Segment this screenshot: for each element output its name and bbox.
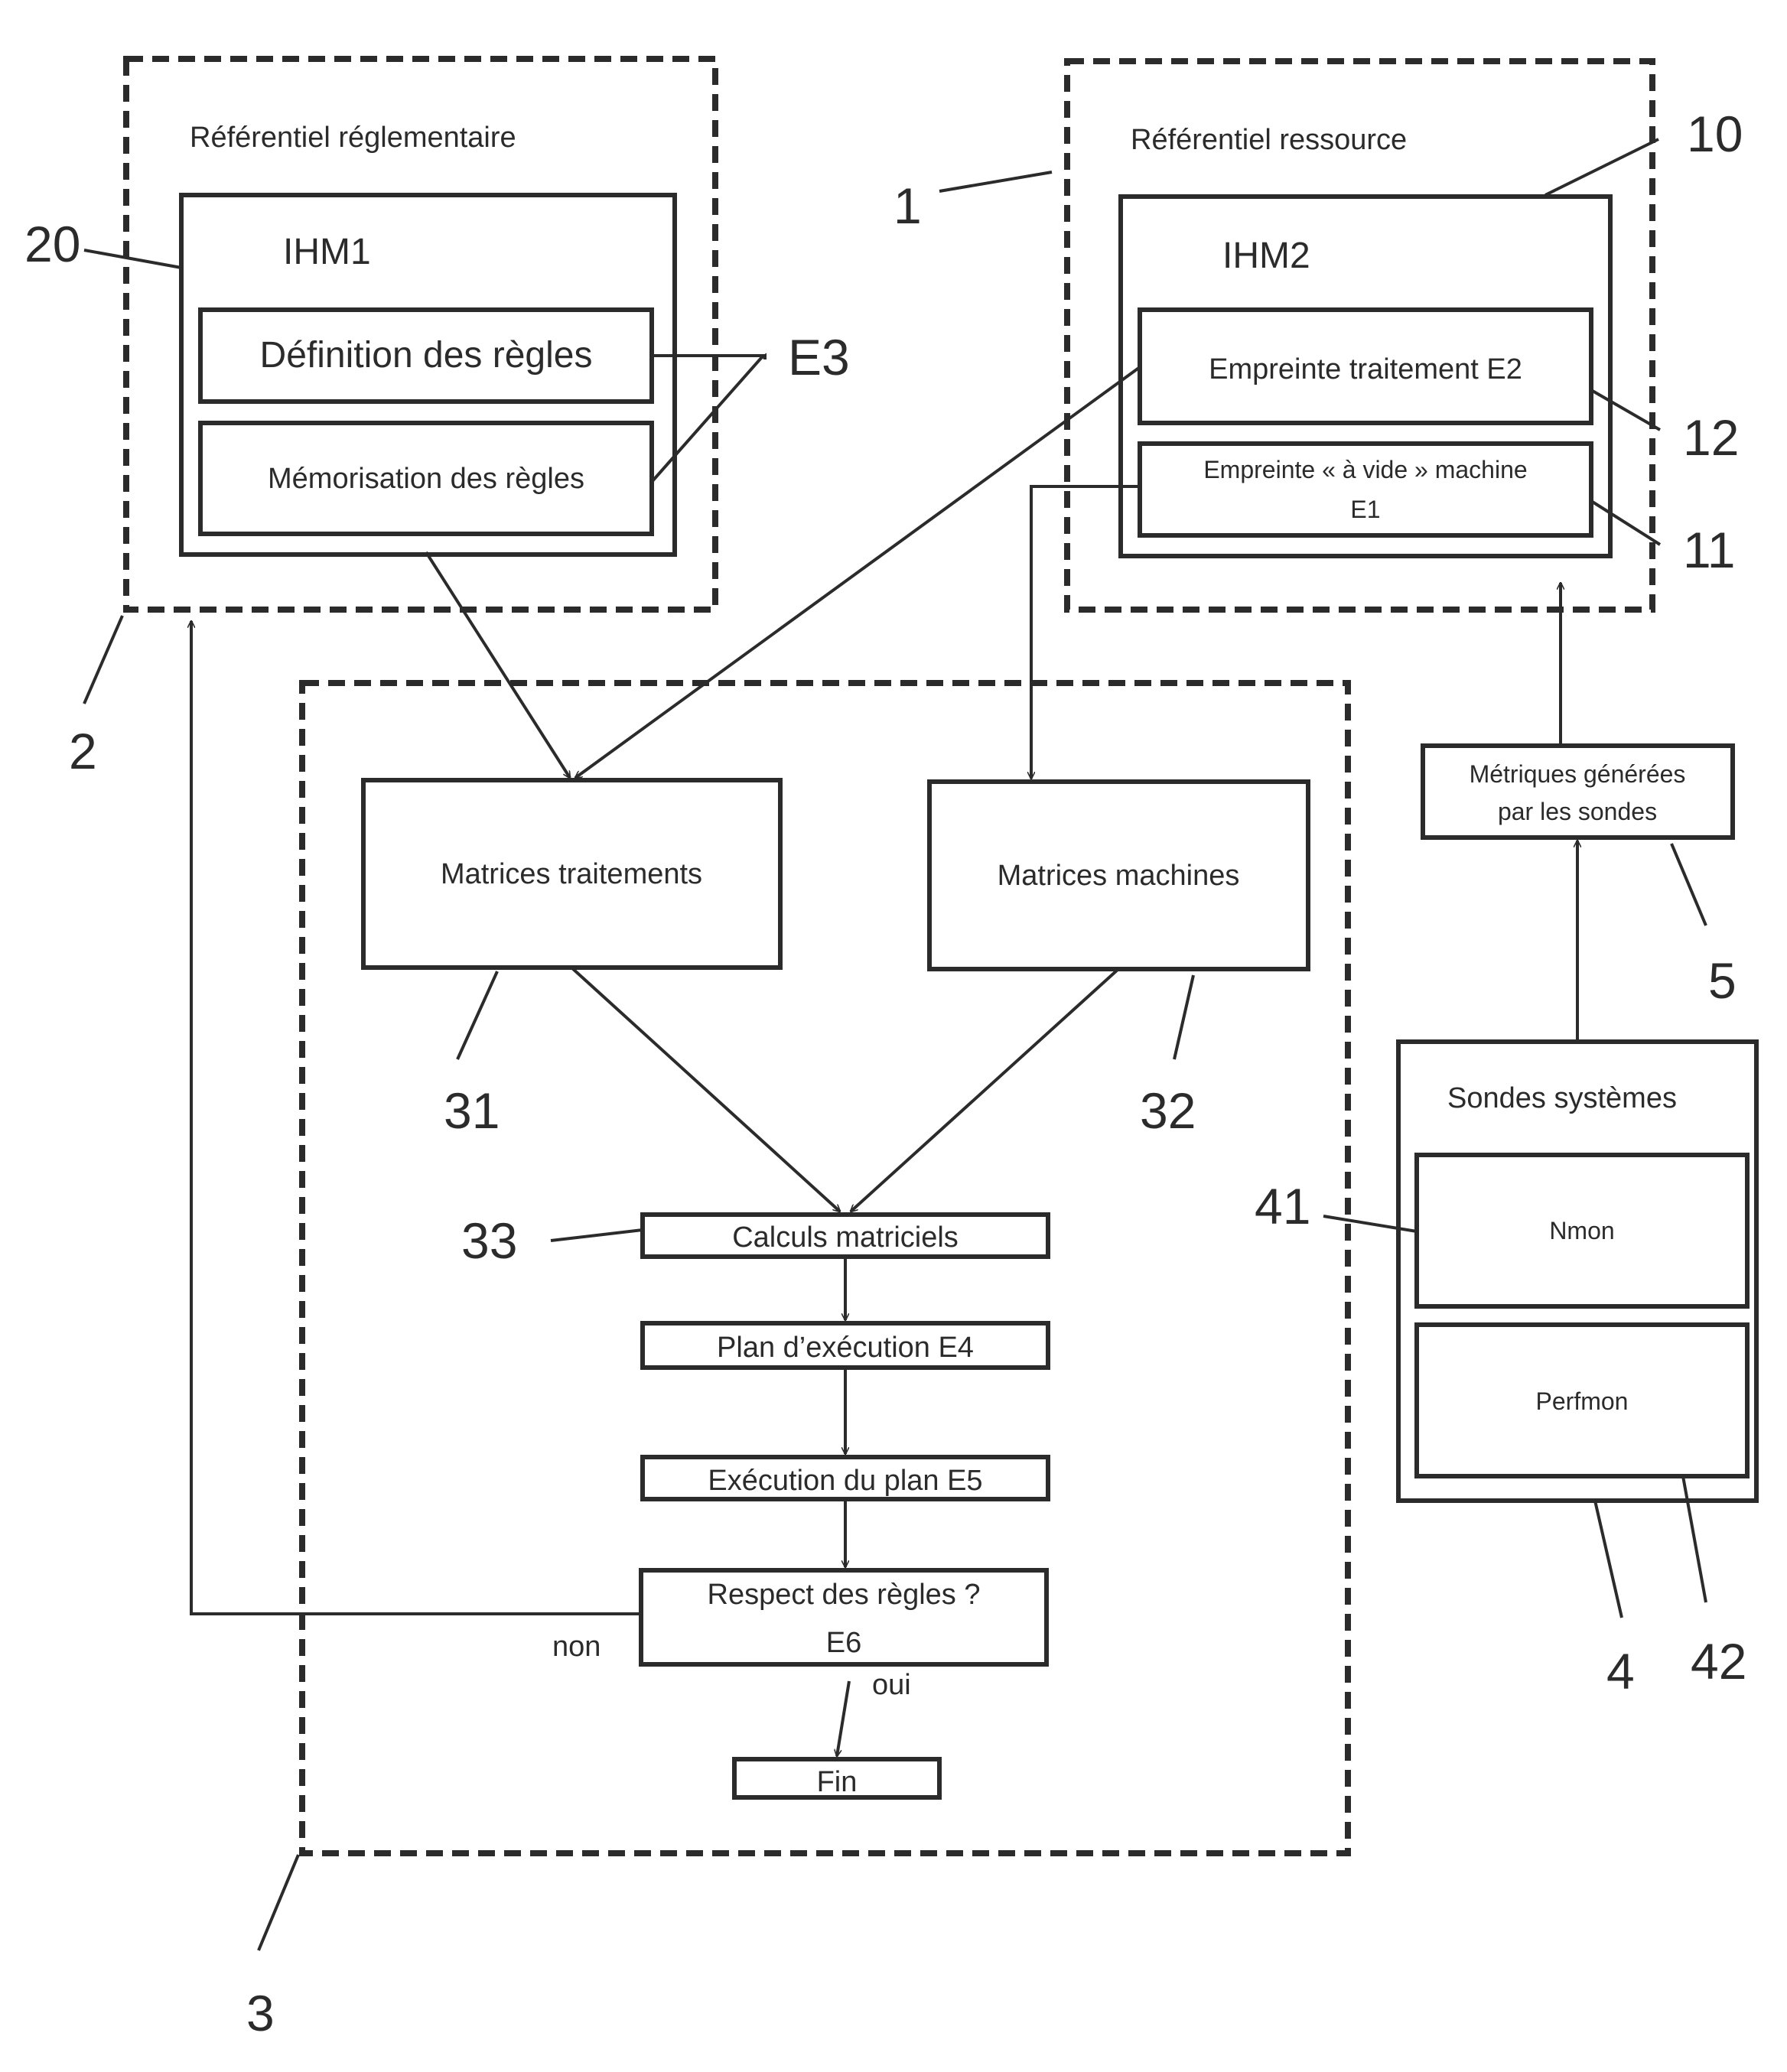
- arrow-traitements-to-calculs: [571, 968, 840, 1212]
- respect-regles-label-line2: E6: [826, 1627, 861, 1659]
- non-label: non: [552, 1631, 601, 1663]
- definition-regles-label: Définition des règles: [260, 335, 593, 376]
- fin-label: Fin: [817, 1766, 858, 1798]
- leader-33: [551, 1230, 643, 1241]
- ref-1: 1: [894, 177, 922, 234]
- execution-plan-label: Exécution du plan E5: [708, 1465, 982, 1497]
- empreinte-vide-label-line2: E1: [1350, 496, 1380, 523]
- ref-12: 12: [1683, 409, 1739, 466]
- leader-20: [84, 250, 181, 268]
- arrow-oui-to-fin: [837, 1681, 849, 1756]
- calculs-matriciels-label: Calculs matriciels: [732, 1221, 959, 1254]
- leader-3: [259, 1855, 298, 1950]
- arrow-machines-to-calculs: [851, 969, 1118, 1212]
- ref-5: 5: [1708, 952, 1737, 1009]
- empreinte-vide-label-line1: Empreinte « à vide » machine: [1203, 456, 1527, 483]
- leader-4: [1595, 1501, 1622, 1618]
- metriques-label-line2: par les sondes: [1498, 798, 1657, 825]
- empreinte-traitement-label: Empreinte traitement E2: [1209, 353, 1522, 385]
- leader-2: [84, 616, 122, 704]
- respect-regles-label-line1: Respect des règles ?: [708, 1579, 981, 1611]
- ref-11: 11: [1683, 522, 1736, 578]
- leader-1: [939, 172, 1052, 191]
- nmon-label: Nmon: [1549, 1217, 1614, 1244]
- ihm2-label: IHM2: [1222, 236, 1310, 276]
- ref-10: 10: [1687, 106, 1743, 162]
- ihm1-label: IHM1: [283, 232, 371, 272]
- leader-31: [457, 971, 497, 1059]
- ref-2: 2: [69, 723, 97, 779]
- oui-label: oui: [872, 1669, 911, 1701]
- metriques-label-line1: Métriques générées: [1470, 760, 1686, 788]
- referentiel-ressource-title: Référentiel ressource: [1131, 124, 1407, 156]
- leader-42: [1683, 1476, 1706, 1602]
- ref-4: 4: [1606, 1643, 1635, 1700]
- sondes-systemes-label: Sondes systèmes: [1447, 1082, 1677, 1114]
- arrow-memorisation-to-traitements: [426, 552, 570, 778]
- step-e3-label: E3: [788, 329, 850, 385]
- leader-10: [1545, 139, 1658, 195]
- ref-3: 3: [246, 1985, 275, 2041]
- referentiel-reglementaire-title: Référentiel réglementaire: [190, 122, 516, 154]
- arrow-non-feedback: [191, 621, 641, 1614]
- plan-execution-label: Plan d’exécution E4: [717, 1332, 974, 1364]
- ref-41: 41: [1255, 1178, 1310, 1234]
- ref-20: 20: [24, 216, 80, 272]
- ref-31: 31: [444, 1082, 500, 1139]
- leader-32: [1174, 975, 1193, 1059]
- ref-33: 33: [461, 1212, 517, 1269]
- arrow-empreinte-vide-to-machines: [1031, 486, 1140, 779]
- ref-42: 42: [1691, 1633, 1746, 1690]
- arrow-empreinte-traitement-to-traitements: [575, 367, 1140, 778]
- leader-5: [1671, 844, 1706, 925]
- leader-41: [1323, 1216, 1417, 1231]
- matrices-traitements-label: Matrices traitements: [441, 858, 702, 890]
- ref-32: 32: [1140, 1082, 1196, 1139]
- e3-connector: [652, 356, 765, 482]
- perfmon-label: Perfmon: [1536, 1387, 1629, 1415]
- memorisation-regles-label: Mémorisation des règles: [268, 463, 584, 495]
- matrices-machines-label: Matrices machines: [998, 860, 1240, 892]
